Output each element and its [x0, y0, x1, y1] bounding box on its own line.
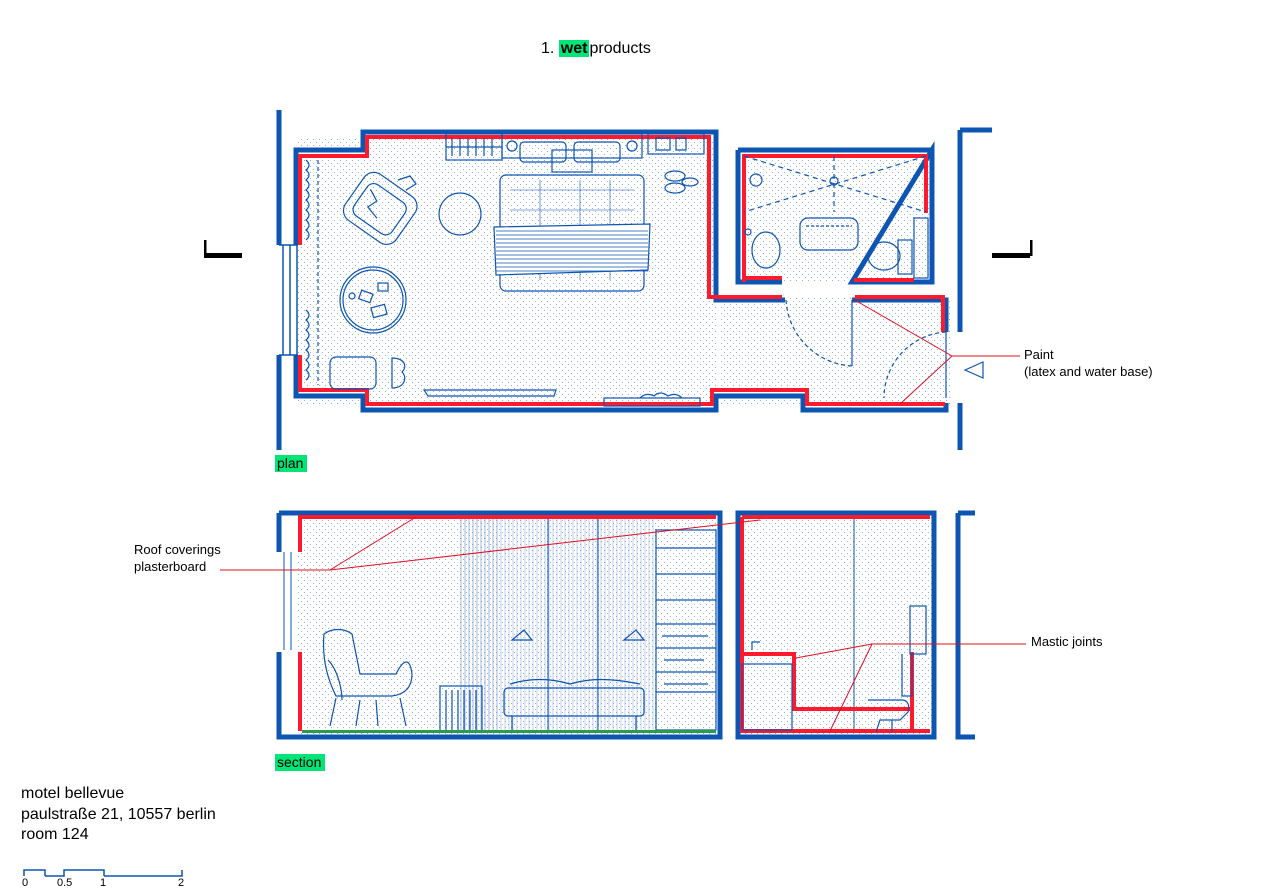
- address-street: paulstraße 21, 10557 berlin: [21, 805, 216, 823]
- address-block: motel bellevue paulstraße 21, 10557 berl…: [21, 784, 216, 846]
- title-highlight: wet: [558, 40, 590, 57]
- annotation-paint-line1: Paint: [1024, 347, 1054, 362]
- annotation-paint-line2: (latex and water base): [1024, 364, 1153, 379]
- scale-label-0-5: 0.5: [57, 877, 73, 889]
- annotation-roof-line1: Roof coverings: [134, 542, 221, 557]
- floor-plan: [204, 110, 1033, 450]
- annotation-roof: Roof coverings plasterboard: [134, 541, 221, 575]
- scale-label-1: 1: [100, 877, 107, 889]
- address-room: room 124: [21, 826, 89, 843]
- scale-bar: [23, 869, 183, 877]
- annotation-roof-line2: plasterboard: [134, 559, 207, 574]
- title-rest: products: [589, 40, 651, 57]
- scale-label-0: 0: [22, 877, 29, 889]
- scale-label-2: 2: [178, 877, 185, 889]
- annotation-mastic: Mastic joints: [1031, 634, 1103, 649]
- section-drawing: [220, 510, 1026, 740]
- title-number: 1.: [541, 40, 555, 57]
- plan-label: plan: [275, 455, 308, 472]
- annotation-paint: Paint (latex and water base): [1024, 346, 1153, 380]
- address-name: motel bellevue: [21, 785, 125, 802]
- section-label: section: [275, 754, 326, 771]
